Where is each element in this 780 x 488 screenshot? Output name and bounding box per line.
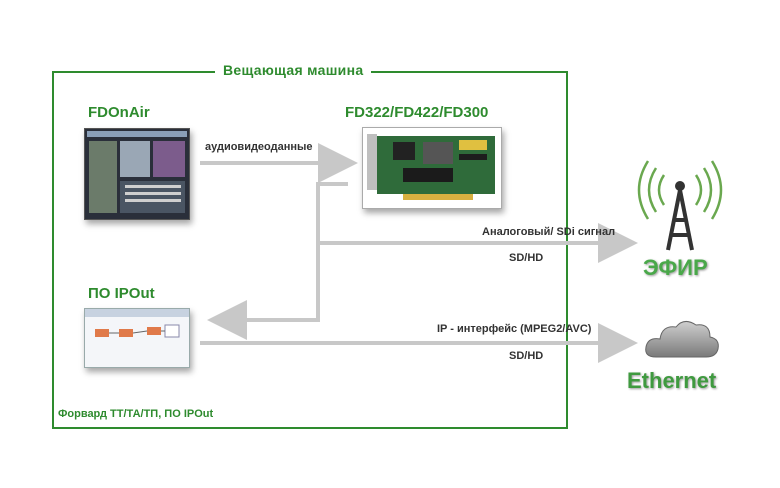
cloud-icon <box>645 321 719 358</box>
analog-sdi-label: Аналоговый/ SDi сигнал <box>482 226 616 238</box>
fd-card-image <box>362 127 502 209</box>
ip-interface-label: IP - интерфейс (MPEG2/AVC) <box>437 323 592 335</box>
frame-title: Вещающая машина <box>215 62 372 78</box>
av-data-label: аудиовидеоданные <box>205 141 313 153</box>
efir-label: ЭФИР <box>643 255 708 280</box>
card-label: FD322/FD422/FD300 <box>345 104 489 121</box>
fdonair-screenshot-image <box>84 128 190 220</box>
ipout-screenshot-image <box>84 308 190 368</box>
ipout-label: ПО IPOut <box>88 285 155 302</box>
ethernet-label: Ethernet <box>627 368 717 393</box>
ip-interface-sub-label: SD/HD <box>509 350 544 362</box>
broadcast-tower-icon <box>637 160 723 251</box>
analog-sdi-sub-label: SD/HD <box>509 252 544 264</box>
arrow-card-to-ipout <box>207 182 348 340</box>
frame-footer-label: Форвард ТТ/ТА/ТП, ПО IPOut <box>58 408 214 420</box>
fdonair-label: FDOnAir <box>88 104 150 121</box>
